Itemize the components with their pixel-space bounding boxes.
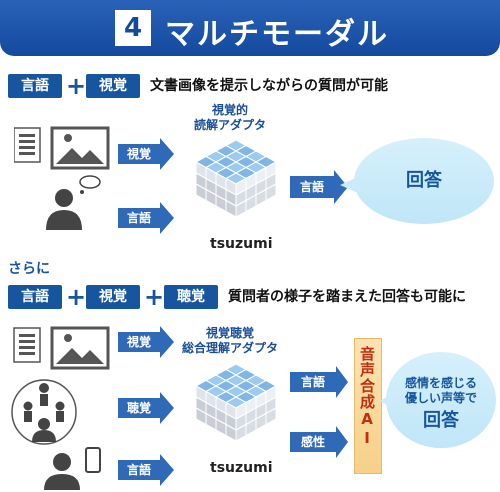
arrow-label: 聴覚 bbox=[126, 401, 151, 415]
tag-vision: 視覚 bbox=[86, 74, 140, 98]
arrow-label: 言語 bbox=[126, 211, 151, 225]
person-with-phone-icon bbox=[44, 447, 101, 490]
section2-intro: さらに bbox=[8, 261, 50, 277]
bubble-tail bbox=[380, 394, 392, 408]
arrow-label: 感性 bbox=[300, 435, 325, 449]
arrow-sensibility-output-2: 感性 bbox=[290, 426, 348, 458]
tag-vision: 視覚 bbox=[86, 285, 140, 309]
arrow-label: 視覚 bbox=[126, 147, 151, 161]
answer-bubble-1 bbox=[354, 138, 494, 224]
arrow-language-output-1: 言語 bbox=[290, 170, 348, 204]
plus-sign: + bbox=[66, 283, 87, 311]
arrow-hearing-input-2: 聴覚 bbox=[118, 392, 174, 424]
speech-synthesis-ai-box bbox=[354, 338, 382, 474]
answer-line-2: 優しい声等で bbox=[404, 391, 477, 405]
answer-line-1: 感情を感じる bbox=[404, 376, 477, 390]
answer-text-1: 回答 bbox=[406, 170, 442, 191]
document-icon bbox=[13, 327, 41, 363]
tag-language: 言語 bbox=[8, 74, 62, 98]
model-cube-icon bbox=[194, 363, 278, 442]
model-name: tsuzumi bbox=[210, 460, 273, 476]
tag-hearing: 聴覚 bbox=[164, 285, 218, 309]
plus-sign: + bbox=[66, 72, 87, 100]
page-title: マルチモーダル bbox=[165, 17, 389, 52]
plus-sign: + bbox=[144, 283, 165, 311]
person-thinking-icon bbox=[46, 175, 101, 230]
section1-caption: 文書画像を提示しながらの質問が可能 bbox=[150, 78, 388, 94]
bubble-tail bbox=[340, 176, 360, 194]
arrow-label: 視覚 bbox=[126, 335, 151, 349]
arrow-label: 言語 bbox=[299, 180, 324, 194]
title-banner bbox=[0, 0, 500, 56]
speech-synthesis-ai-label: 音声合成AI bbox=[358, 346, 376, 448]
arrow-vision-input-2: 視覚 bbox=[118, 326, 174, 358]
section-number: 4 bbox=[115, 10, 151, 46]
image-icon bbox=[50, 126, 110, 170]
section2-caption: 質問者の様子を踏まえた回答も可能に bbox=[228, 289, 466, 305]
input-icons-2 bbox=[11, 326, 110, 490]
arrow-language-input-2: 言語 bbox=[118, 454, 174, 486]
adapter-label-line2: 総合理解アダプタ bbox=[181, 341, 278, 355]
answer-bubble-2 bbox=[386, 352, 496, 448]
arrow-language-output-2: 言語 bbox=[290, 366, 348, 398]
group-conversation-icon bbox=[11, 379, 77, 445]
input-icons-1 bbox=[14, 126, 110, 230]
arrow-language-input-1: 言語 bbox=[118, 202, 174, 234]
model-cube-icon bbox=[194, 139, 278, 218]
adapter-label-line2: 読解アダプタ bbox=[193, 118, 266, 132]
image-icon bbox=[50, 326, 110, 370]
arrow-label: 言語 bbox=[126, 463, 151, 477]
document-icon bbox=[14, 127, 41, 163]
tag-language: 言語 bbox=[8, 285, 62, 309]
model-name: tsuzumi bbox=[210, 236, 273, 252]
answer-text-2: 回答 bbox=[423, 410, 459, 431]
adapter-label-line1: 視覚聴覚 bbox=[205, 326, 254, 340]
arrow-label: 言語 bbox=[300, 375, 325, 389]
adapter-label-line1: 視覚的 bbox=[211, 103, 248, 117]
arrow-vision-input-1: 視覚 bbox=[118, 138, 174, 170]
